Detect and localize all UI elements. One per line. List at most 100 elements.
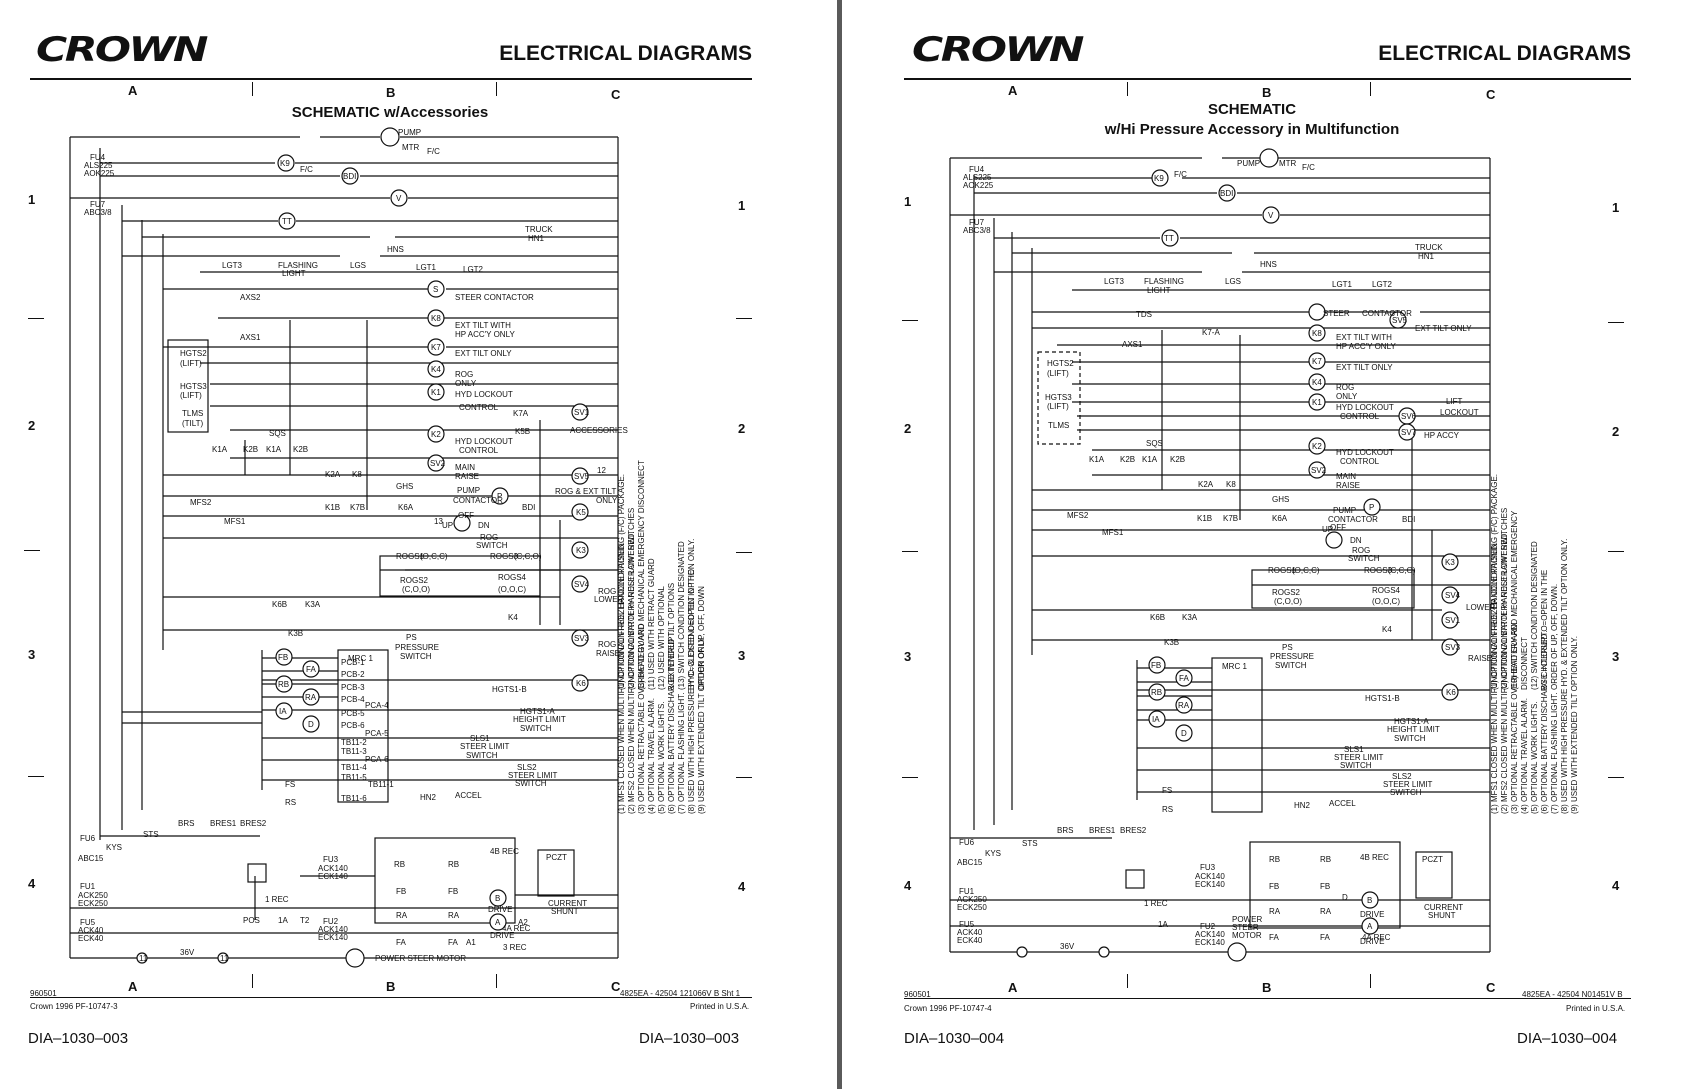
row-label-2: 2: [28, 418, 36, 433]
sv3-label: SV3: [1445, 643, 1461, 652]
fa3-label: FA: [1320, 933, 1330, 942]
t2-label: T2: [300, 916, 310, 925]
pcb6-label: PCB-6: [341, 721, 365, 730]
row-label-1: 1: [28, 192, 36, 207]
row-divider: [736, 552, 752, 553]
main-raise2-label: RAISE: [455, 472, 479, 481]
rog-raise1-label: ROG: [598, 640, 616, 649]
rog-switch1-label: ROG: [1352, 546, 1370, 555]
fu2-label: FU2: [323, 917, 339, 926]
pcb3-label: PCB-3: [341, 683, 365, 692]
row-divider: [28, 776, 44, 777]
switch3-label: SWITCH: [466, 751, 498, 760]
contactor-label: CONTACTOR: [1362, 309, 1412, 318]
fa2-label: FA: [1269, 933, 1279, 942]
pca5-label: PCA-5: [365, 729, 389, 738]
ccc-label: (O,C,C): [1292, 566, 1320, 575]
sv7-label: SV7: [1401, 428, 1417, 437]
hyd-lockout2-label: CONTROL: [459, 403, 499, 412]
tb116-label: TB11-6: [341, 794, 367, 803]
rogs4-label: ROGS4: [1372, 586, 1401, 595]
rog-lower1-label: ROG: [598, 587, 616, 596]
switch-label: SWITCH: [1275, 661, 1307, 670]
b-label: B: [495, 894, 500, 903]
ps-label: PS: [406, 633, 417, 642]
light-label: LIGHT: [1147, 286, 1171, 295]
rog-raise2-label: RAISE: [1468, 654, 1492, 663]
printed-note: Printed in U.S.A.: [1566, 1004, 1626, 1013]
footer-code: 960501: [904, 990, 931, 999]
fu1-label: FU1: [959, 887, 975, 896]
rog-switch2-label: SWITCH: [476, 541, 508, 550]
switch4-label: SWITCH: [1390, 788, 1422, 797]
row-label-1-right: 1: [738, 198, 746, 213]
ack140-label: ACK140: [318, 864, 348, 873]
bres1-label: BRES1: [210, 819, 237, 828]
hgts1a-label: HGTS1-A: [520, 707, 555, 716]
height-limit-label: HEIGHT LIMIT: [513, 715, 566, 724]
hp-accy-label: HP ACCY: [1424, 431, 1460, 440]
k6-label: K6: [1446, 688, 1456, 697]
tds-label: TDS: [1136, 310, 1152, 319]
power-steer3-label: MOTOR: [1232, 931, 1262, 940]
tb112-label: TB11-2: [341, 738, 367, 747]
lift1-label: (LIFT): [1047, 369, 1069, 378]
ra-label: RA: [1178, 701, 1190, 710]
pczt-label: PCZT: [546, 853, 567, 862]
note-11-marker: 11: [139, 954, 148, 963]
kys-label: KYS: [106, 843, 122, 852]
lgt1-label: LGT1: [1332, 280, 1353, 289]
sv1-label: SV1: [1445, 616, 1461, 625]
k6-label: K6: [576, 679, 586, 688]
mfs1-label: MFS1: [1102, 528, 1124, 537]
rb3-label: RB: [1320, 855, 1331, 864]
pcb2-label: PCB-2: [341, 670, 365, 679]
switch2-label: SWITCH: [520, 724, 552, 733]
row-divider: [902, 551, 918, 552]
axs1-label: AXS1: [240, 333, 261, 342]
axs1-label: AXS1: [1122, 340, 1143, 349]
v-label: V: [396, 194, 402, 203]
sv1-label: SV1: [574, 408, 590, 417]
notes-bottom: (1) MFS1 CLOSED WHEN MULTIFUNCTION CONTR…: [617, 531, 706, 814]
column-divider: [496, 974, 497, 988]
k2b2-label: K2B: [1170, 455, 1185, 464]
k2b2-label: K2B: [293, 445, 308, 454]
k4b-label: K4: [508, 613, 518, 622]
k4-label: K4: [431, 365, 441, 374]
eck140b-label: ECK140: [1195, 938, 1225, 947]
hns-label: HNS: [1260, 260, 1277, 269]
k4b-label: K4: [1382, 625, 1392, 634]
hn1-label: HN1: [528, 234, 545, 243]
switch-label: SWITCH: [400, 652, 432, 661]
hn1-label: HN1: [1418, 252, 1435, 261]
k4-label: K4: [1312, 378, 1322, 387]
schematic-drawing: FU4 ALS225 AOK225 PUMP MTR F/C K9 F/C BD…: [949, 148, 1496, 962]
ack40-label: ACK40: [957, 928, 983, 937]
steer-limit2-label: STEER LIMIT: [508, 771, 557, 780]
row-label-2: 2: [904, 421, 912, 436]
brs-label: BRS: [1057, 826, 1073, 835]
a1-label: A1: [466, 938, 476, 947]
fu4b-label: AOK225: [84, 169, 115, 178]
lift-label: LIFT: [1446, 397, 1463, 406]
column-divider: [252, 974, 253, 988]
k8-label: K8: [1312, 329, 1322, 338]
rb-label: RB: [278, 680, 289, 689]
k5b-label: K5B: [515, 427, 530, 436]
current-shunt2-label: SHUNT: [551, 907, 579, 916]
row-label-2-right: 2: [738, 421, 746, 436]
main-raise1-label: MAIN: [455, 463, 475, 472]
axs2-label: AXS2: [240, 293, 261, 302]
k7b-label: K7B: [350, 503, 365, 512]
rog-switch2-label: SWITCH: [1348, 554, 1380, 563]
ext-tilt-hp2-label: HP ACC'Y ONLY: [1336, 342, 1396, 351]
off-label: OFF: [1330, 523, 1346, 532]
brs-label: BRS: [178, 819, 194, 828]
footer-rule: [30, 997, 752, 998]
k3a-label: K3A: [1182, 613, 1198, 622]
rogs4-label: ROGS4: [498, 573, 527, 582]
b-label: B: [1367, 896, 1372, 905]
rogs2-label: ROGS2: [1272, 588, 1301, 597]
sv2-label: SV2: [1311, 466, 1327, 475]
